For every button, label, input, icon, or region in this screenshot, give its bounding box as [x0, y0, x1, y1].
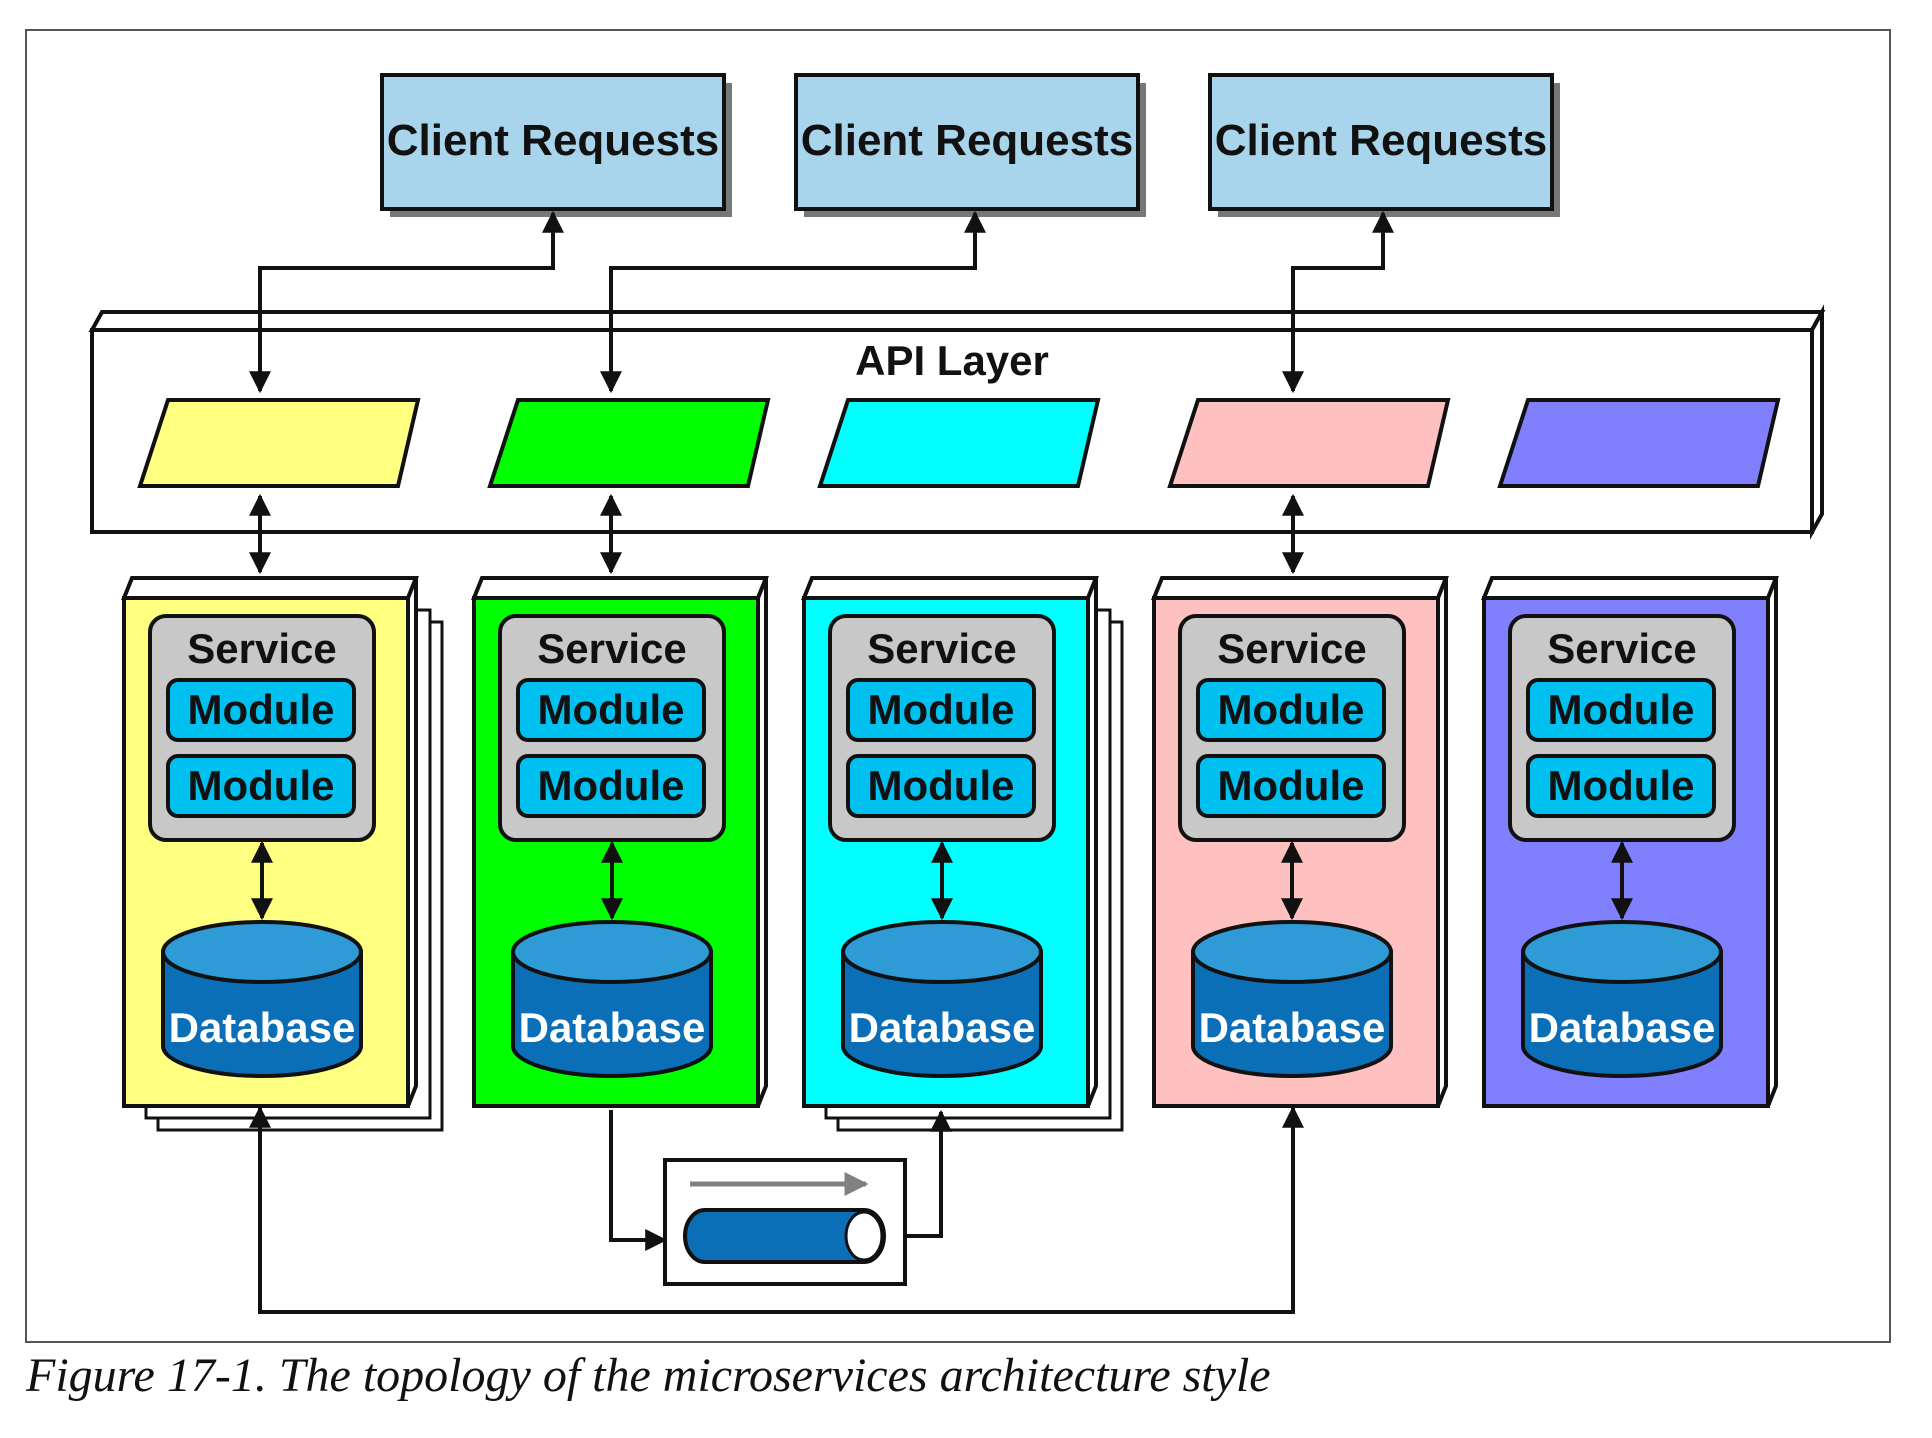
- client-requests-box: Client Requests: [794, 73, 1146, 217]
- client-api-arrow: [600, 210, 986, 394]
- module-label: Module: [538, 686, 685, 733]
- queue-cylinder: [683, 1208, 886, 1264]
- module-label: Module: [538, 762, 685, 809]
- database-cylinder: Database: [1191, 920, 1393, 1078]
- module-label: Module: [1218, 686, 1365, 733]
- client-api-arrow: [249, 210, 564, 394]
- api-layer-title: API Layer: [855, 337, 1049, 384]
- figure-caption: Figure 17-1. The topology of the microse…: [26, 1349, 1271, 1402]
- module-label: Module: [868, 686, 1015, 733]
- module-box: [1526, 678, 1716, 742]
- module-label: Module: [1548, 686, 1695, 733]
- api-endpoint-slot: [1497, 398, 1781, 488]
- module-label: Module: [1548, 762, 1695, 809]
- module-box: [846, 678, 1036, 742]
- api-endpoint-slot: [487, 398, 771, 488]
- module-box: [166, 678, 356, 742]
- database-label: Database: [1529, 1004, 1716, 1051]
- module-label: Module: [1218, 762, 1365, 809]
- module-box: [516, 678, 706, 742]
- database-cylinder: Database: [1521, 920, 1723, 1078]
- module-box: [1196, 754, 1386, 818]
- module-box: [1196, 678, 1386, 742]
- database-label: Database: [169, 1004, 356, 1051]
- service-label: Service: [537, 625, 686, 672]
- module-label: Module: [868, 762, 1015, 809]
- inter-service-link: [249, 1105, 1304, 1314]
- module-label: Module: [188, 686, 335, 733]
- client-requests-box: Client Requests: [1208, 73, 1560, 217]
- service-label: Service: [1547, 625, 1696, 672]
- client-requests-label: Client Requests: [801, 116, 1134, 165]
- api-endpoint-slot: [817, 398, 1101, 488]
- api-endpoint-slot: [1167, 398, 1451, 488]
- module-box: [1526, 754, 1716, 818]
- service-label: Service: [867, 625, 1016, 672]
- database-cylinder: Database: [511, 920, 713, 1078]
- service-label: Service: [1217, 625, 1366, 672]
- client-requests-box: Client Requests: [380, 73, 732, 217]
- database-label: Database: [519, 1004, 706, 1051]
- service-label: Service: [187, 625, 336, 672]
- module-label: Module: [188, 762, 335, 809]
- module-box: [166, 754, 356, 818]
- queue-in-arrow: [609, 1110, 668, 1251]
- module-box: [846, 754, 1036, 818]
- client-api-arrow: [1282, 210, 1394, 394]
- database-label: Database: [849, 1004, 1036, 1051]
- module-box: [516, 754, 706, 818]
- queue-cylinder-end: [844, 1210, 884, 1262]
- database-label: Database: [1199, 1004, 1386, 1051]
- api-endpoint-slot: [137, 398, 421, 488]
- message-queue: [663, 1158, 907, 1286]
- client-requests-label: Client Requests: [1215, 116, 1548, 165]
- database-cylinder: Database: [161, 920, 363, 1078]
- database-cylinder: Database: [841, 920, 1043, 1078]
- client-requests-label: Client Requests: [387, 116, 720, 165]
